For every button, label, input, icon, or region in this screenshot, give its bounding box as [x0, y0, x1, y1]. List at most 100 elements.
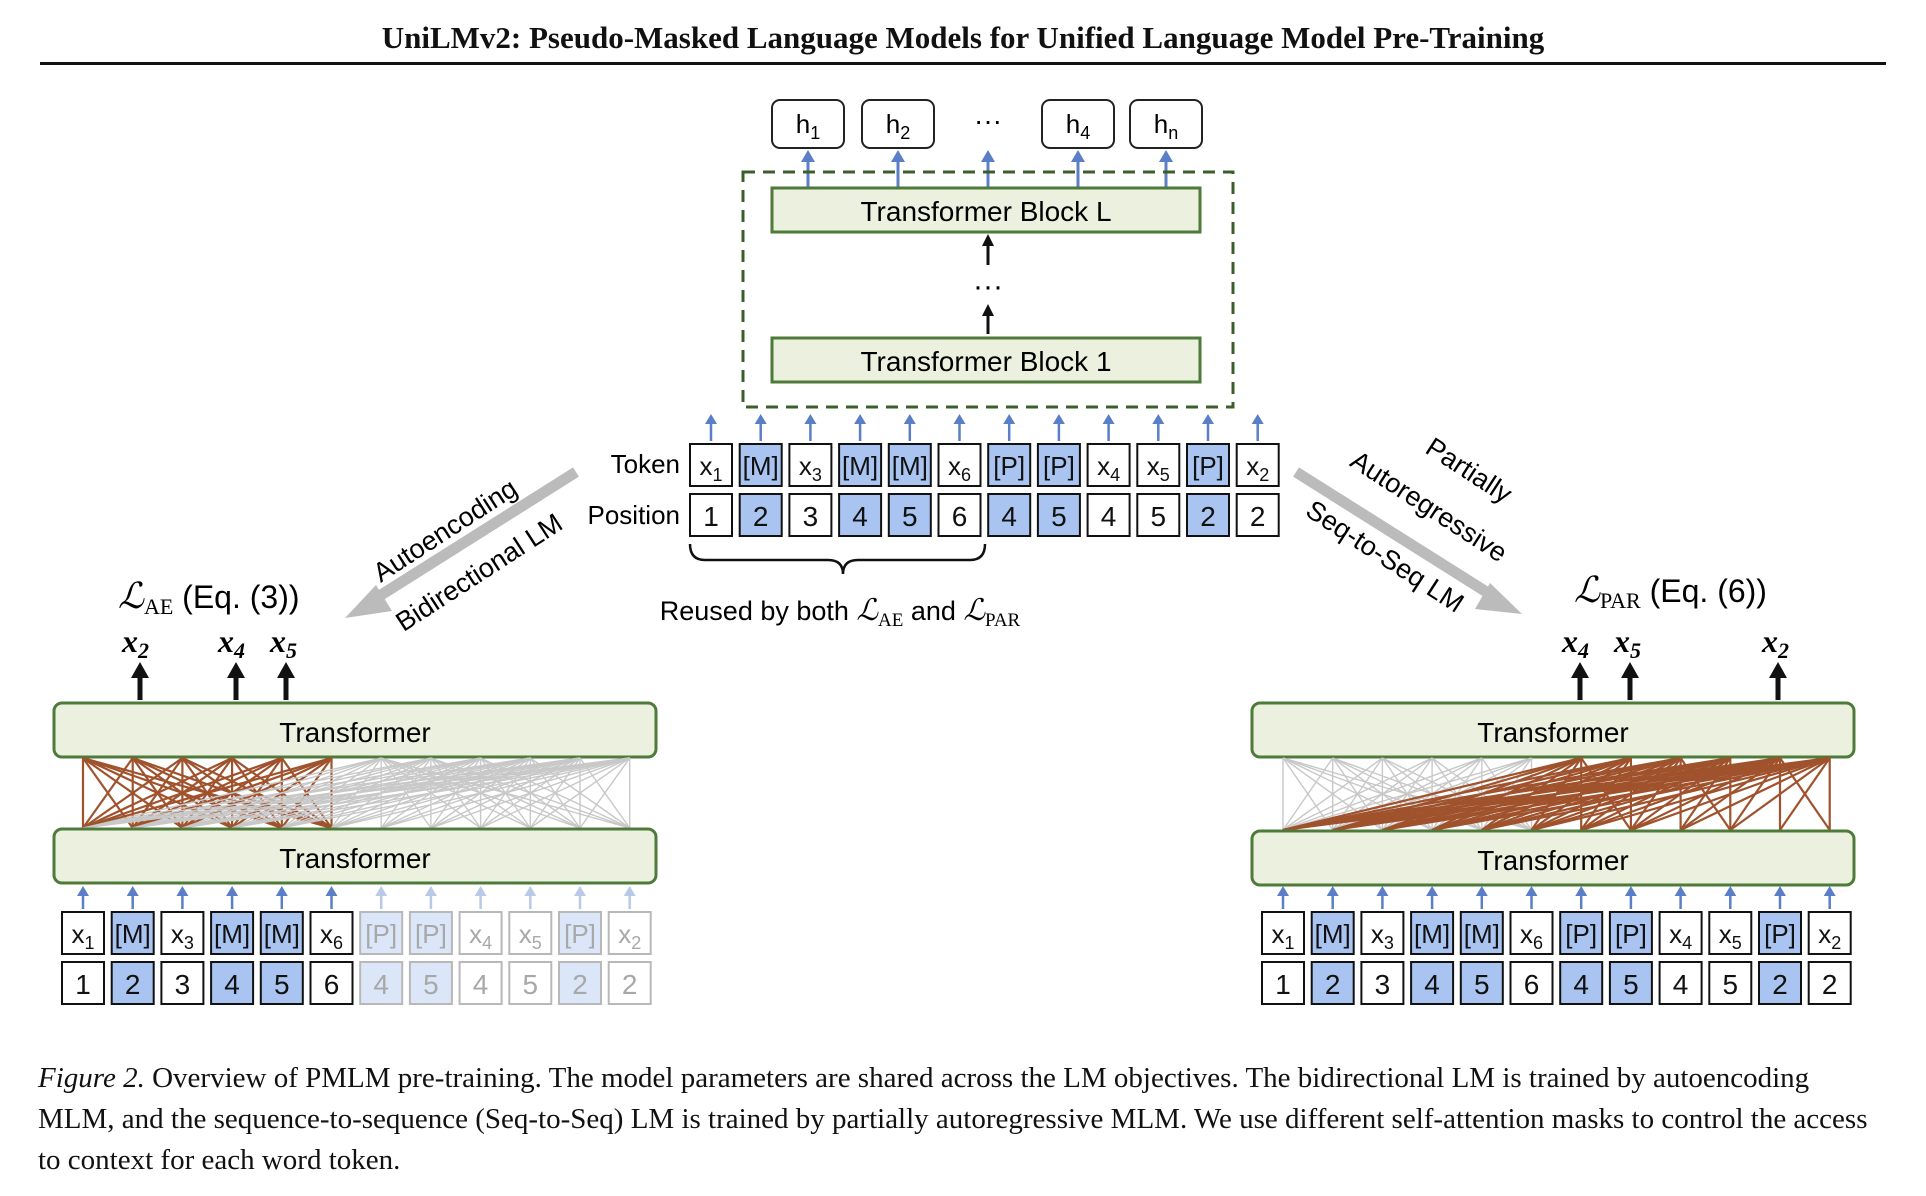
left-target-x5: x5: [269, 623, 297, 663]
attention-line: [1282, 756, 1582, 832]
attention-line: [82, 756, 332, 830]
figure-caption: Figure 2. Overview of PMLM pre-training.…: [38, 1058, 1890, 1181]
attention-line: [1779, 757, 1831, 831]
position-cell-2: 2: [1310, 961, 1355, 1005]
input-arrow-8: [1624, 886, 1637, 909]
position-label: 4: [852, 501, 868, 532]
position-label: 5: [1474, 969, 1490, 1000]
token-cell-3: x3: [788, 443, 833, 487]
position-label: 2: [1250, 501, 1266, 532]
input-arrow-1: [77, 886, 89, 909]
position-cell-12: 2: [607, 961, 652, 1005]
position-label: 4: [1673, 969, 1689, 1000]
figure-label: Figure 2.: [38, 1062, 145, 1094]
transformer-block-L-label: Transformer Block L: [860, 196, 1111, 227]
token-cell-7: [P]: [1559, 911, 1604, 955]
reuse-brace: [688, 543, 987, 575]
svg-text:Transformer: Transformer: [279, 717, 430, 748]
position-label: 3: [803, 501, 819, 532]
input-arrow-7: [1003, 414, 1016, 441]
position-label: 1: [75, 969, 91, 1000]
token-label: [P]: [415, 919, 447, 949]
position-cell-12: 2: [1807, 961, 1852, 1005]
input-arrow-12: [623, 886, 636, 909]
attention-line: [132, 757, 630, 829]
position-cell-8: 5: [1036, 493, 1081, 537]
position-label: 5: [1051, 501, 1067, 532]
attention-line: [231, 757, 630, 829]
token-cell-5: [M]: [887, 443, 932, 487]
output-ellipsis: ···: [974, 105, 1002, 136]
left-target-x2: x2: [121, 623, 149, 663]
position-label: 3: [1375, 969, 1391, 1000]
token-label: [P]: [1615, 919, 1647, 949]
position-cell-12: 2: [1235, 493, 1280, 537]
attention-line: [82, 757, 233, 829]
position-label: 4: [1573, 969, 1589, 1000]
attention-line: [82, 757, 630, 829]
left-transformer-bottom: Transformer: [52, 827, 658, 885]
token-cell-11: [P]: [1758, 911, 1802, 955]
token-cell-9: x4: [458, 911, 503, 955]
input-arrow-6: [325, 886, 338, 909]
svg-text:Transformer: Transformer: [1477, 845, 1628, 876]
input-arrow-4: [226, 886, 239, 909]
token-cell-1: x1: [1261, 911, 1305, 955]
position-cell-10: 5: [1136, 493, 1181, 537]
token-cell-4: [M]: [1410, 911, 1455, 955]
position-label: 1: [703, 501, 719, 532]
attention-line: [82, 757, 432, 829]
position-label: 2: [1200, 501, 1216, 532]
output-box-hn: hn: [1129, 99, 1203, 149]
attention-line: [1729, 757, 1831, 831]
position-label: 6: [952, 501, 968, 532]
input-arrow-3: [804, 414, 817, 441]
input-arrow-7: [375, 886, 388, 909]
position-row-label: Position: [588, 500, 681, 530]
attention-line: [529, 757, 631, 829]
right-target-x2: x2: [1761, 623, 1789, 663]
position-label: 5: [1151, 501, 1167, 532]
token-cell-10: x5: [1708, 911, 1753, 955]
position-cell-4: 4: [838, 493, 883, 537]
input-arrow-11: [1202, 414, 1214, 441]
token-cell-6: x6: [937, 443, 982, 487]
position-label: 5: [274, 969, 290, 1000]
position-label: 2: [1325, 969, 1341, 1000]
position-cell-7: 4: [359, 961, 404, 1005]
right-target-arrows: [1571, 662, 1787, 700]
input-arrow-5: [1475, 886, 1488, 909]
output-box-h2: h2: [861, 99, 935, 149]
token-cell-12: x2: [1235, 443, 1280, 487]
position-cell-4: 4: [1410, 961, 1455, 1005]
attention-line: [331, 757, 630, 829]
token-label: [P]: [564, 919, 596, 949]
attention-line: [1531, 756, 1830, 832]
input-arrow-10: [1724, 886, 1737, 909]
position-cell-7: 4: [987, 493, 1032, 537]
attention-line: [430, 757, 630, 829]
position-label: 4: [224, 969, 240, 1000]
token-cell-7: [P]: [359, 911, 404, 955]
position-cell-5: 5: [259, 961, 304, 1005]
attention-line: [1282, 756, 1632, 832]
input-arrow-12: [1251, 414, 1264, 441]
right-target-x5: x5: [1613, 623, 1641, 663]
token-cell-1: x1: [689, 443, 733, 487]
output-arrows: [801, 150, 1173, 188]
attention-line: [82, 757, 531, 829]
attention-line: [281, 757, 630, 829]
output-box-h4: h4: [1041, 99, 1115, 149]
attention-line: [82, 757, 481, 829]
input-arrow-6: [1525, 886, 1538, 909]
token-cell-4: [M]: [838, 443, 883, 487]
position-cell-5: 5: [887, 493, 932, 537]
position-cell-7: 4: [1559, 961, 1604, 1005]
token-cell-6: x6: [1509, 911, 1554, 955]
input-arrow-10: [1152, 414, 1165, 441]
pmlm-figure: h1 h2 ··· h4 hn Transformer Block L ···: [52, 99, 1856, 1005]
token-cell-1: x1: [61, 911, 105, 955]
attention-line: [82, 757, 382, 829]
input-arrow-5: [275, 886, 288, 909]
position-cell-11: 2: [1758, 961, 1802, 1005]
